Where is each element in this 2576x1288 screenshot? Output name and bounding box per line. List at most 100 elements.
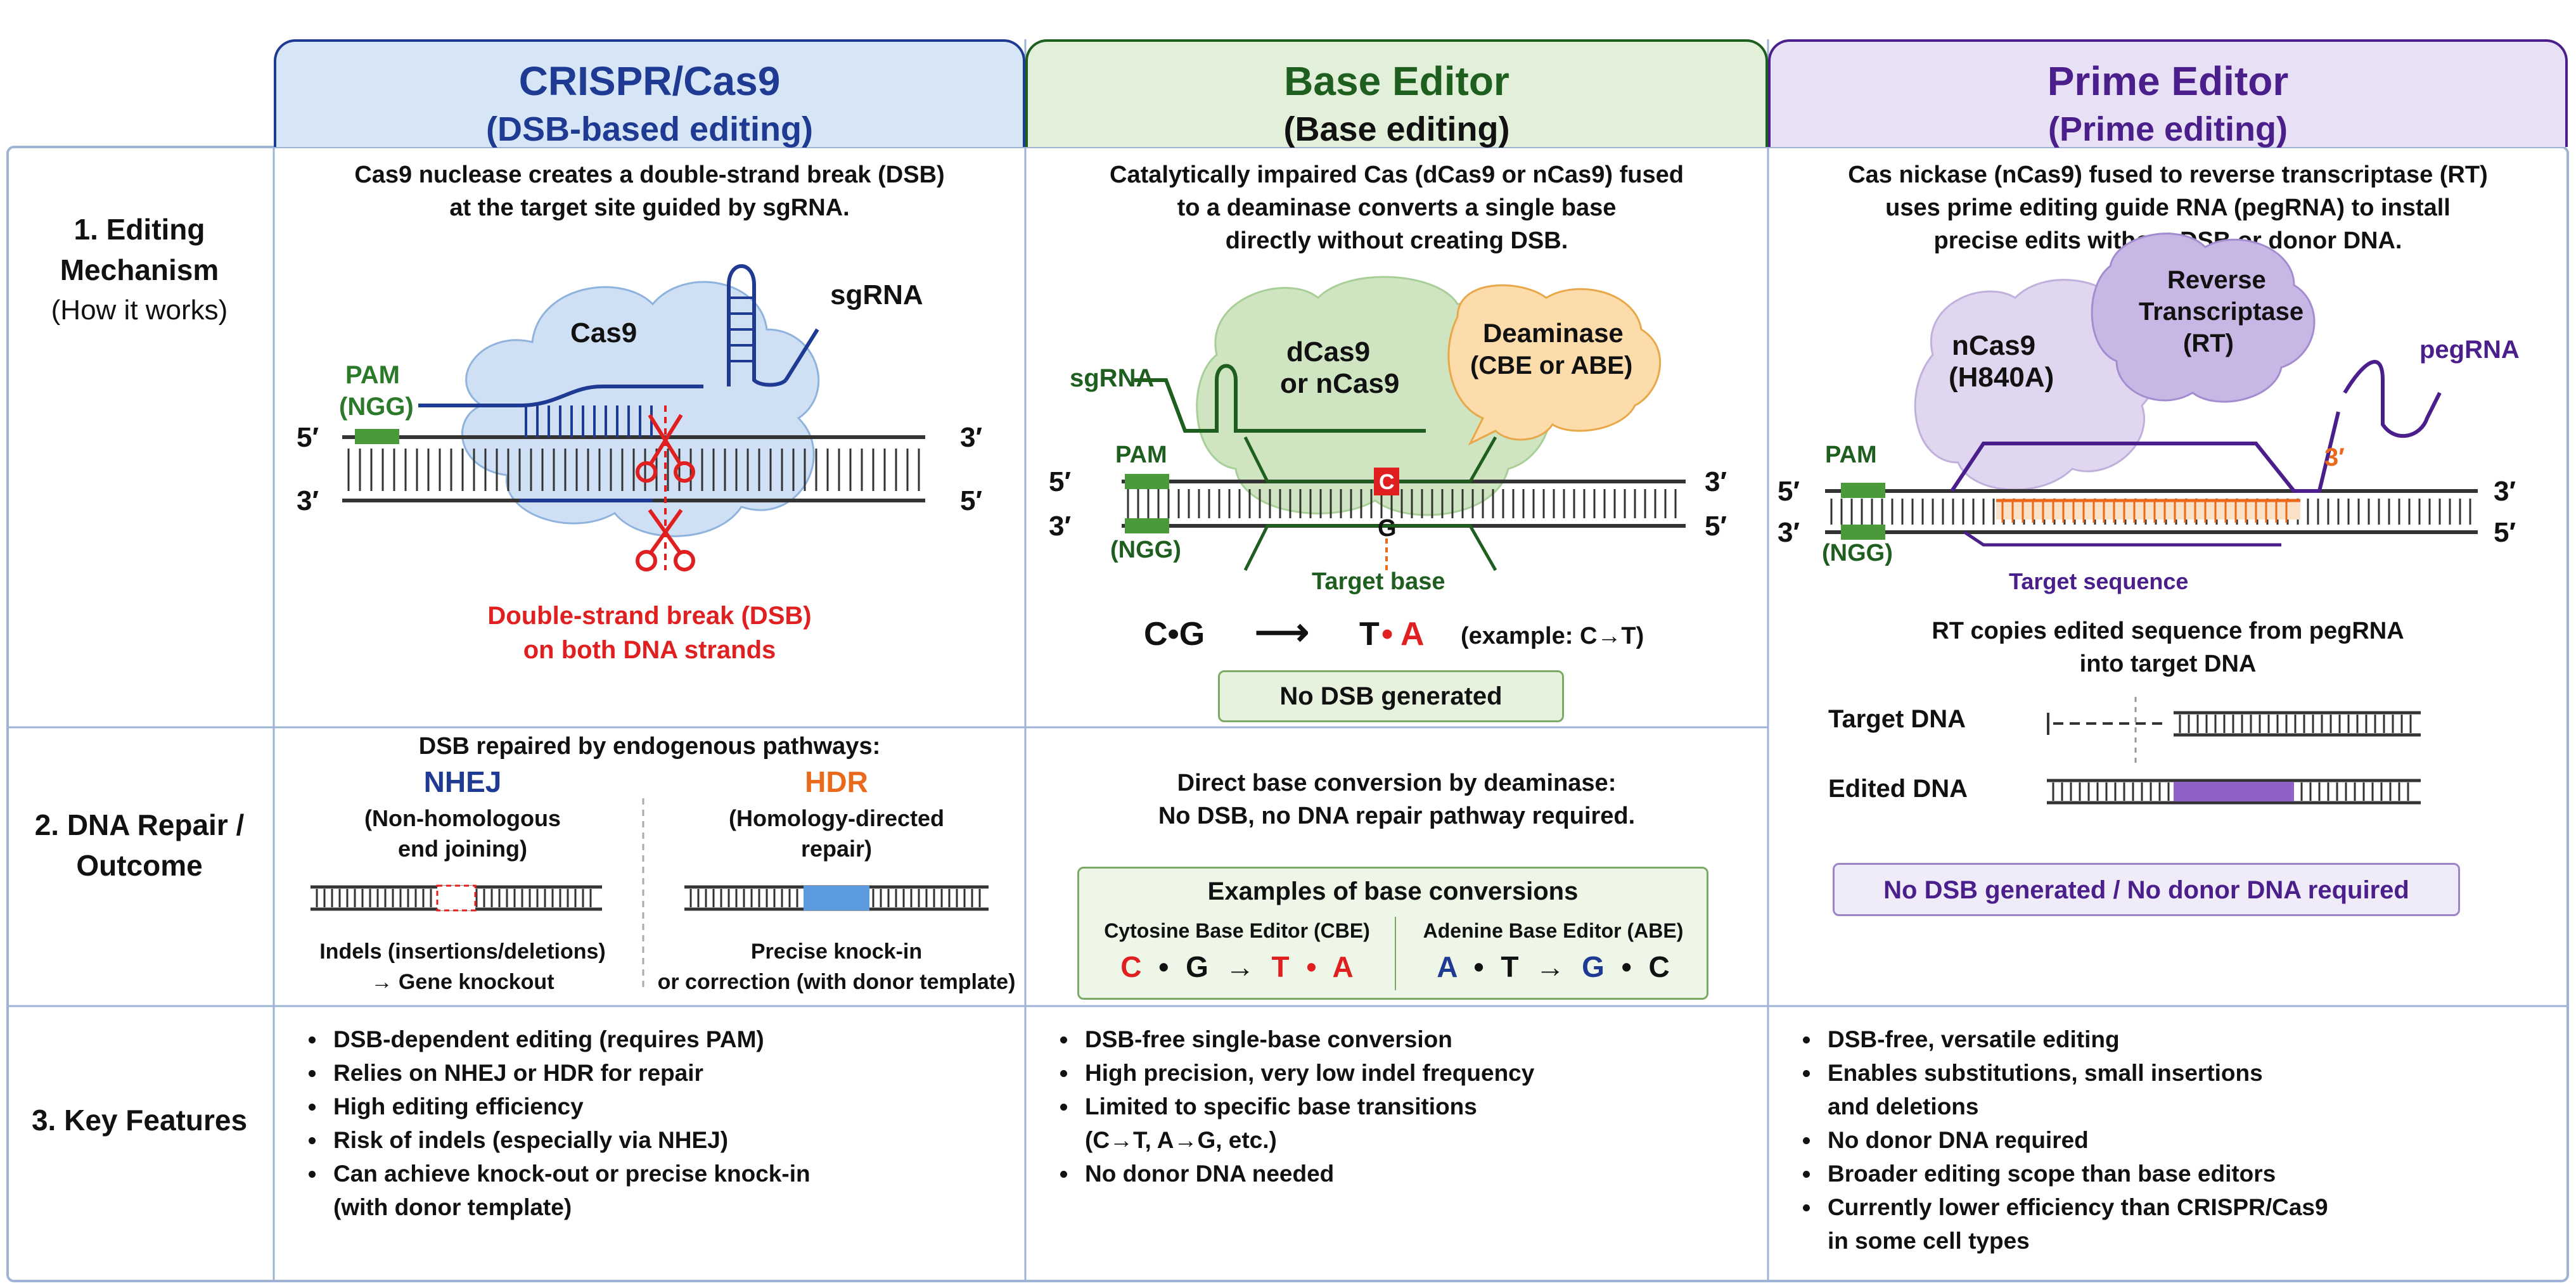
abe-c: C [1648, 950, 1670, 983]
prime-rt-cloud [2091, 233, 2316, 403]
cas9-pam-box [355, 429, 399, 444]
base-dcas9-label-1: dCas9 [1286, 336, 1370, 367]
base-target-label: Target base [1312, 568, 1445, 595]
cas9-5prime-top: 5′ [297, 422, 319, 453]
base-deaminase-label-1: Deaminase [1483, 318, 1624, 348]
cas9-sgrna-label: sgRNA [830, 279, 923, 310]
header-crispr: CRISPR/Cas9 (DSB-based editing) [274, 39, 1025, 148]
cas9-3prime-top: 3′ [960, 422, 982, 453]
prime-feature: Enables substitutions, small insertions [1821, 1056, 2576, 1090]
base-deaminase-bubble [1447, 284, 1662, 446]
prime-feature: DSB-free, versatile editing [1821, 1023, 2576, 1056]
prime-ncas9-label-2: (H840A) [1949, 362, 2054, 393]
cas9-dna-rungs [347, 449, 920, 491]
prime-feature: No donor DNA required [1821, 1123, 2576, 1157]
base-feature: (C→T, A→G, etc.) [1085, 1127, 1277, 1153]
abe-t: T [1501, 950, 1519, 983]
prime-no-dsb-box: No DSB generated / No donor DNA required [1833, 863, 2460, 916]
base-deaminase-label-2: (CBE or ABE) [1470, 352, 1632, 379]
prime-edited-region [2174, 782, 2294, 801]
cas9-features-list: DSB-dependent editing (requires PAM) Rel… [298, 1023, 1037, 1224]
nhej-indel-region [436, 884, 477, 912]
row-label-mechanism-sub: (How it works) [51, 295, 228, 326]
cas9-feature: Risk of indels (especially via NHEJ) [327, 1123, 1037, 1157]
prime-rt-label-3: (RT) [2183, 329, 2234, 357]
base-feature: DSB-free single-base conversion [1079, 1023, 1782, 1056]
prime-ngg-box [1841, 525, 1885, 540]
base-target-c-box [1374, 468, 1399, 495]
prime-pam-box [1841, 483, 1885, 498]
cbe-c: C [1120, 950, 1142, 983]
cas9-feature: Can achieve knock-out or precise knock-i… [327, 1157, 1037, 1190]
prime-feature: and deletions [1828, 1094, 1979, 1119]
base-ngg-label: (NGG) [1110, 537, 1181, 563]
prime-3prime-label: 3′ [2324, 443, 2345, 471]
base-conv-a: A [1400, 616, 1425, 653]
prime-ngg-label: (NGG) [1822, 540, 1893, 566]
prime-features-list: DSB-free, versatile editing Enables subs… [1792, 1023, 2576, 1258]
cas9-3prime-bottom: 3′ [297, 485, 319, 516]
scissors-icon-top [636, 414, 695, 483]
base-feature: No donor DNA needed [1079, 1157, 1782, 1190]
cas9-repair-title: DSB repaired by endogenous pathways: [418, 733, 881, 760]
prime-5prime-top: 5′ [1778, 476, 1800, 507]
base-sgrna-label: sgRNA [1070, 364, 1154, 392]
abe-g: G [1582, 950, 1605, 983]
row-label-features: 3. Key Features [13, 1100, 266, 1140]
hdr-outcome: Precise knock-in or correction (with don… [657, 940, 1016, 994]
prime-3prime-bottom: 3′ [1778, 517, 1800, 548]
base-repair-text: Direct base conversion by deaminase: No … [1158, 770, 1636, 829]
base-no-dsb-box: No DSB generated [1218, 670, 1564, 722]
scissors-icon-bottom [636, 509, 695, 571]
base-examples-divider [1395, 917, 1396, 990]
base-target-g: G [1378, 515, 1397, 542]
cbe-label: Cytosine Base Editor (CBE) [1104, 919, 1370, 942]
abe-label: Adenine Base Editor (ABE) [1423, 919, 1684, 942]
abe-dot2: • [1621, 950, 1632, 983]
hdr-knockin-region [804, 886, 869, 910]
abe-conversion: A • T → G • C [1396, 950, 1710, 984]
header-base-editor: Base Editor (Base editing) [1025, 39, 1768, 148]
prime-edit-rungs [2001, 501, 2288, 523]
base-pam-label: PAM [1115, 442, 1167, 468]
header-prime-subtitle: (Prime editing) [2047, 110, 2288, 148]
cas9-feature: Relies on NHEJ or HDR for repair [327, 1056, 1037, 1090]
prime-feature: Currently lower efficiency than CRISPR/C… [1821, 1190, 2576, 1224]
base-conv-t: T [1359, 616, 1380, 653]
base-conv-example: (example: C→T) [1461, 623, 1644, 649]
base-conv-arrow: ⟶ [1255, 611, 1309, 653]
prime-pegrna-label: pegRNA [2419, 336, 2520, 364]
hdr-full: (Homology-directed repair) [728, 805, 944, 862]
base-3prime-bottom: 3′ [1049, 511, 1071, 542]
cas9-5prime-bottom: 5′ [960, 485, 982, 516]
row-label-mechanism-title: 1. Editing Mechanism [60, 213, 219, 286]
cbe-g: G [1186, 950, 1208, 983]
abe-dot: • [1473, 950, 1484, 983]
prime-target-sequence-region [1996, 501, 2300, 520]
base-5prime-top: 5′ [1049, 466, 1071, 497]
nhej-full: (Non-homologous end joining) [364, 805, 561, 862]
base-target-c: C [1379, 470, 1395, 494]
prime-feature: in some cell types [1828, 1228, 2030, 1254]
base-dcas9-label-2: or nCas9 [1280, 368, 1399, 399]
prime-rt-caption: RT copies edited sequence from pegRNA in… [1932, 618, 2404, 677]
header-crispr-subtitle: (DSB-based editing) [485, 110, 813, 148]
base-pam-box [1125, 474, 1169, 489]
cas9-protein-label: Cas9 [570, 317, 637, 348]
cas9-ngg-label: (NGG) [339, 393, 414, 421]
hdr-name: HDR [805, 765, 868, 798]
cbe-a: A [1332, 950, 1354, 983]
cbe-dot2: • [1306, 950, 1317, 983]
prime-target-dna-label: Target DNA [1828, 705, 1966, 733]
cas9-mechanism-text: Cas9 nuclease creates a double-strand br… [354, 162, 945, 221]
abe-arrow: → [1535, 950, 1565, 983]
base-features-list: DSB-free single-base conversion High pre… [1049, 1023, 1782, 1190]
prime-ncas9-label-1: nCas9 [1952, 330, 2035, 361]
cas9-feature: DSB-dependent editing (requires PAM) [327, 1023, 1037, 1056]
cas9-feature: (with donor template) [333, 1194, 572, 1220]
cas9-feature: High editing efficiency [327, 1090, 1037, 1123]
cbe-dot: • [1158, 950, 1169, 983]
